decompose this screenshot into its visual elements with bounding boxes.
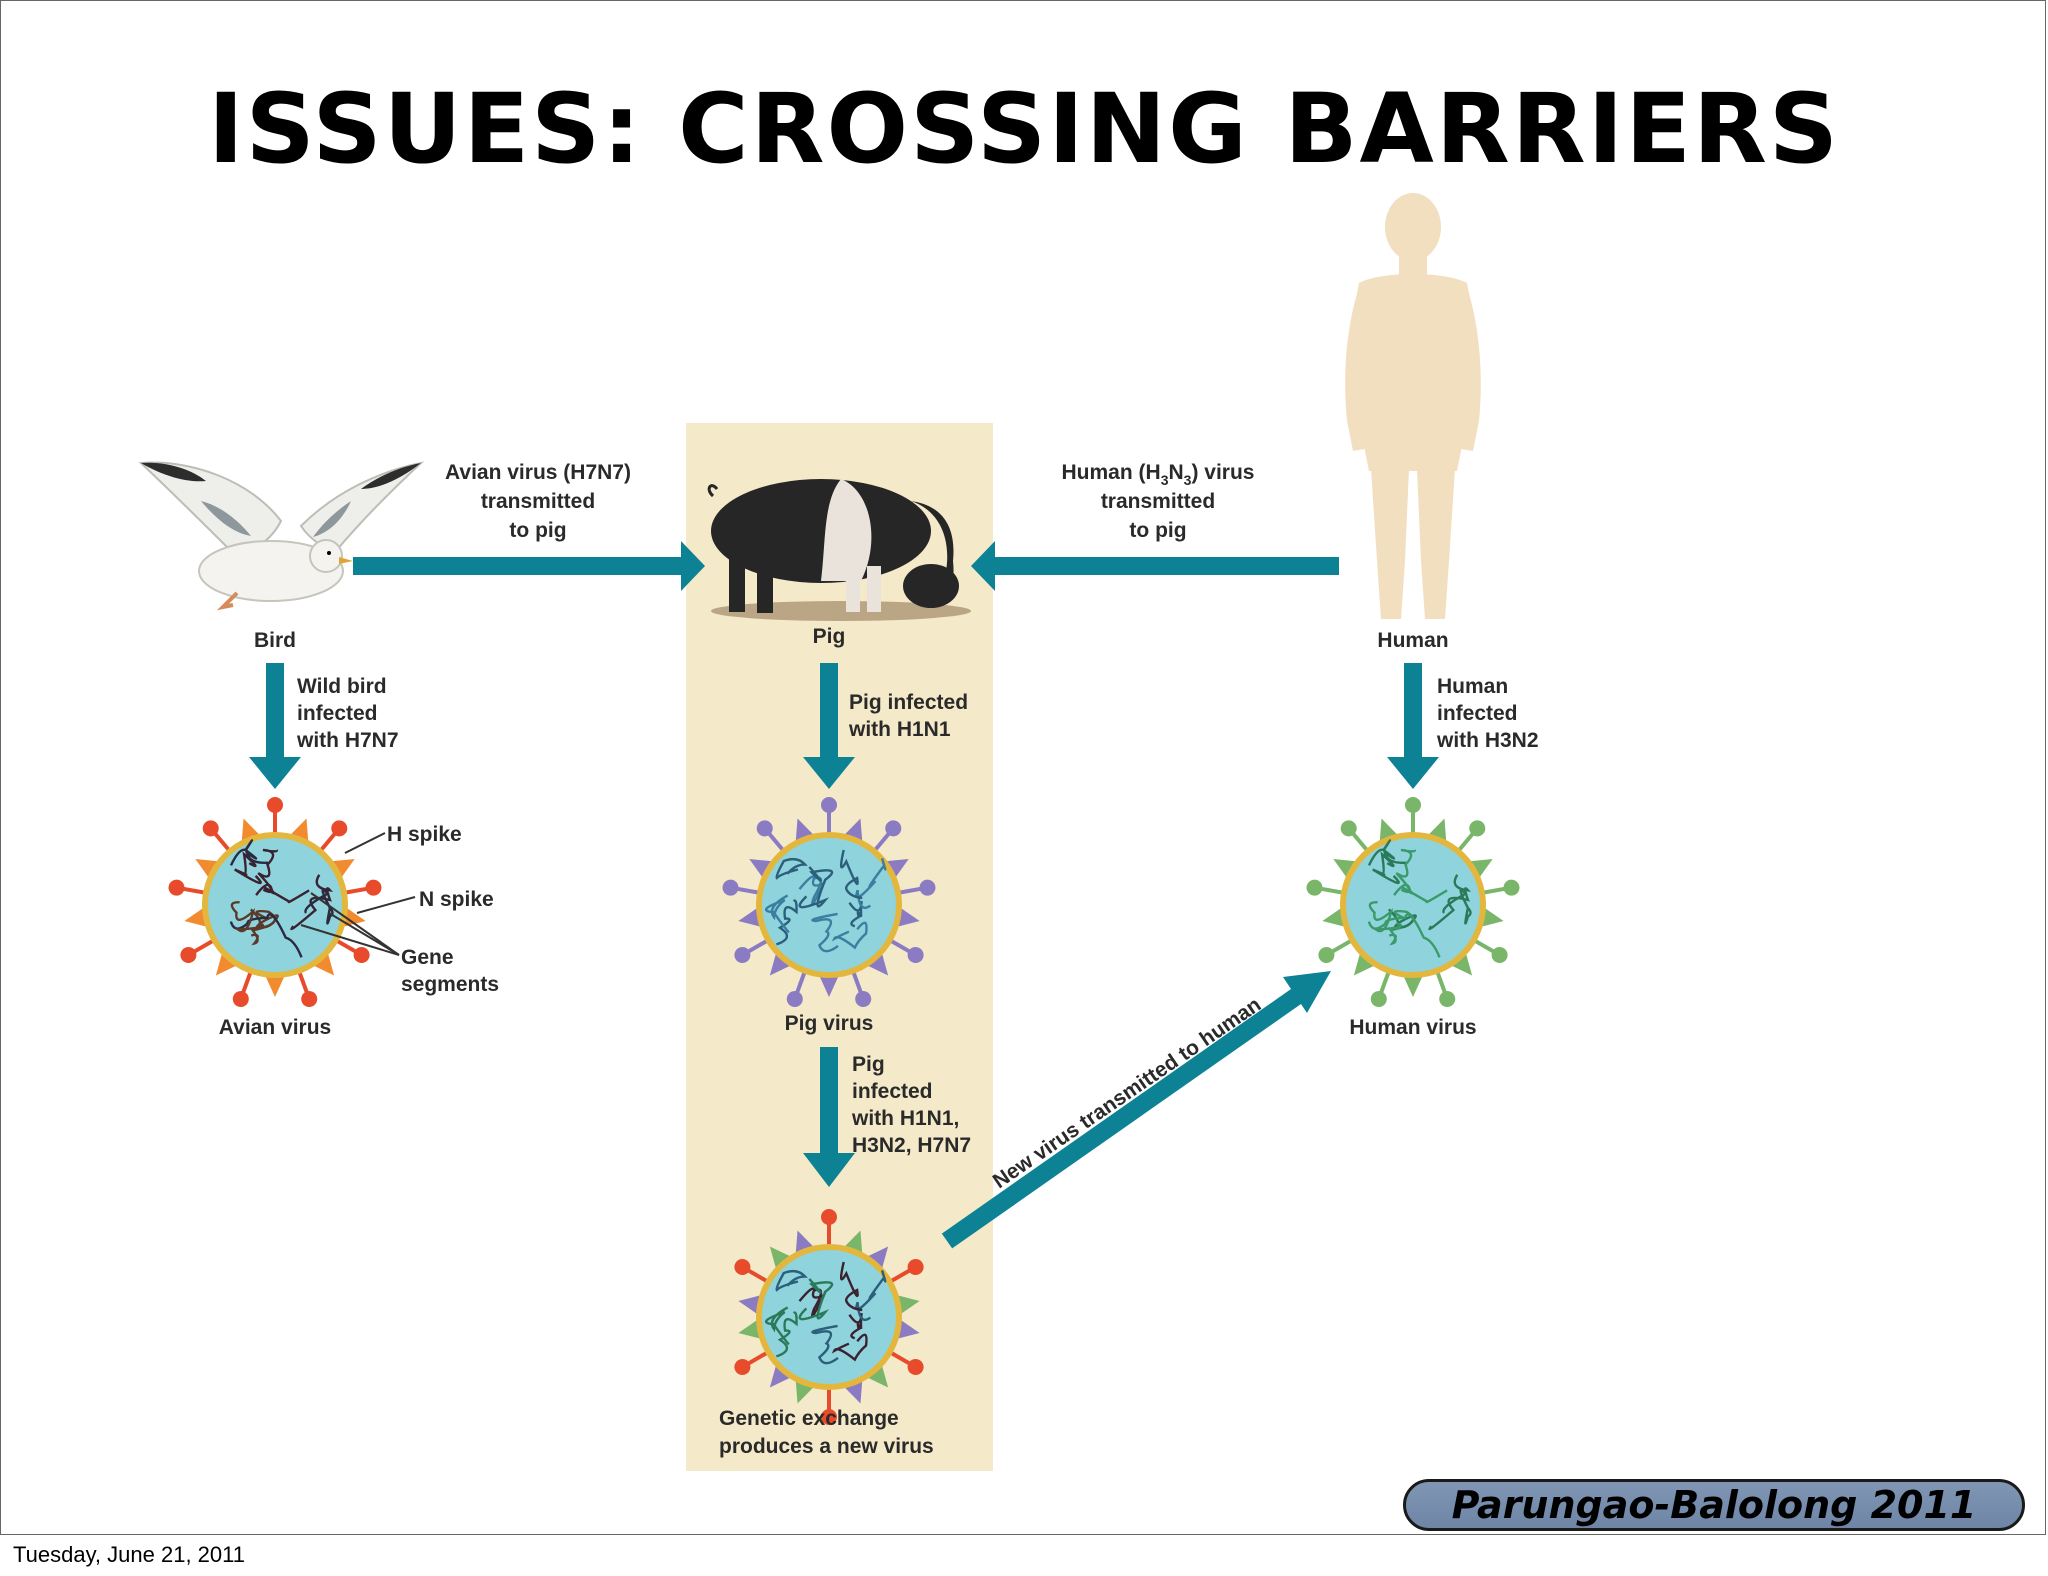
credit-text: Parungao-Balolong 2011: [1451, 1483, 1977, 1527]
human-virus: [1303, 795, 1523, 1012]
arrow-bird-to-pig: [353, 541, 705, 591]
virus-spike: [165, 876, 210, 903]
arrow-pig-virus-to-new-virus: [803, 1047, 855, 1187]
pig-infection-line-1: Pig infected: [849, 691, 968, 714]
footer-date: Tuesday, June 21, 2011: [13, 1542, 245, 1567]
flu-transmission-diagram: Bird Pig Human Avian virus (H7N7) transm…: [138, 193, 1539, 1471]
human-infection-line-1: Human: [1437, 675, 1508, 698]
arrow-bird-to-avian-virus: [249, 663, 301, 789]
avian-virus-label: Avian virus: [219, 1016, 331, 1039]
bird-infection-line-3: with H7N7: [296, 729, 399, 752]
new-virus-label-1: Genetic exchange: [719, 1407, 899, 1430]
arrow-pig-to-pig-virus: [803, 663, 855, 789]
virus-spike: [340, 876, 385, 903]
pig-mixed-infection-line-2: infected: [852, 1080, 933, 1103]
human-transmission-caption: Human (H3N3) virus transmitted to pig: [1062, 461, 1255, 542]
gene-segments-label-1: Gene: [401, 946, 454, 969]
arrow-new-virus-to-human: [941, 971, 1331, 1249]
credit-badge: Parungao-Balolong 2011: [1403, 1479, 2025, 1531]
virus-part-callouts: [300, 832, 416, 956]
n-spike-label: N spike: [419, 888, 494, 911]
new-virus: [729, 1207, 929, 1427]
bird-infection-caption: Wild bird infected with H7N7: [296, 675, 399, 752]
virus-spike: [1403, 795, 1423, 837]
pig-mixed-infection-line-3: with H1N1,: [851, 1107, 959, 1130]
slide: ISSUES: CROSSING BARRIERS: [0, 0, 2046, 1535]
h-spike-label: H spike: [387, 823, 462, 846]
pig-illustration: [707, 479, 971, 621]
arrow-human-to-pig: [971, 541, 1339, 591]
pig-virus-label: Pig virus: [785, 1012, 874, 1035]
arrow-human-to-human-virus: [1387, 663, 1439, 789]
pig-infection-caption: Pig infected with H1N1: [848, 691, 968, 741]
pig-mixed-infection-line-1: Pig: [852, 1053, 885, 1076]
avian-virus: [165, 795, 385, 1012]
human-transmission-line-1: Human (H3N3) virus: [1062, 461, 1255, 488]
human-virus-label: Human virus: [1349, 1016, 1476, 1039]
virus-spike: [1403, 975, 1423, 997]
host-label-pig: Pig: [813, 625, 846, 648]
bird-infection-line-2: infected: [297, 702, 378, 725]
human-infection-caption: Human infected with H3N2: [1436, 675, 1539, 752]
virus-spike: [265, 975, 285, 997]
bird-illustration: [138, 461, 425, 611]
new-virus-label-2: produces a new virus: [719, 1435, 934, 1458]
pig-virus: [719, 795, 939, 1012]
human-infection-line-3: with H3N2: [1436, 729, 1539, 752]
virus-spike: [1303, 876, 1348, 903]
host-label-bird: Bird: [254, 629, 296, 652]
host-label-human: Human: [1377, 629, 1448, 652]
pig-infection-line-2: with H1N1: [848, 718, 951, 741]
avian-transmission-line-1: Avian virus (H7N7): [445, 461, 631, 484]
human-figure: [1345, 193, 1481, 619]
virus-spike: [265, 795, 285, 837]
avian-transmission-line-3: to pig: [509, 519, 566, 542]
human-infection-line-2: infected: [1437, 702, 1518, 725]
bird-infection-line-1: Wild bird: [297, 675, 387, 698]
gene-segments-label-2: segments: [401, 973, 499, 996]
pig-mixed-infection-caption: Pig infected with H1N1, H3N2, H7N7: [851, 1053, 971, 1157]
human-transmission-line-3: to pig: [1129, 519, 1186, 542]
pig-mixed-infection-line-4: H3N2, H7N7: [852, 1134, 971, 1157]
avian-transmission-line-2: transmitted: [481, 490, 595, 513]
human-transmission-line-2: transmitted: [1101, 490, 1215, 513]
virus-spike: [1478, 876, 1523, 903]
avian-transmission-caption: Avian virus (H7N7) transmitted to pig: [445, 461, 631, 542]
new-virus-path-label: New virus transmitted to human: [989, 993, 1266, 1193]
slide-title: ISSUES: CROSSING BARRIERS: [207, 73, 1841, 185]
